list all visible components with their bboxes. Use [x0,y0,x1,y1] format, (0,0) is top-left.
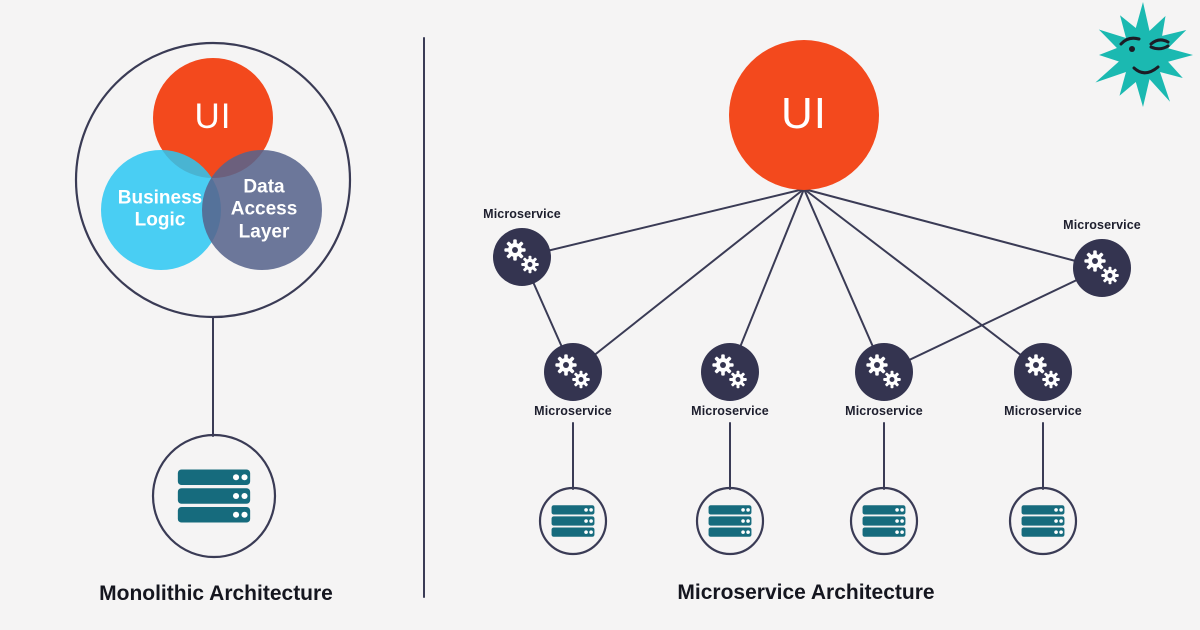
winking-face-icon [1119,36,1170,75]
microservice-node-label: Microservice [534,404,612,418]
gear-icon [712,354,734,376]
microservice-node-label: Microservice [691,404,769,418]
monolith-database-circle [151,433,277,559]
microservice-ui-circle [729,40,879,190]
gear-icon [1101,266,1119,285]
microservice-node-3 [544,343,602,401]
business-logic-label: Business Logic [117,187,203,231]
gear-icon [504,239,526,261]
database-server-icon [862,505,906,537]
microservice-database-4 [1008,486,1078,556]
microservice-node-label: Microservice [1063,218,1141,232]
microservice-connections [521,188,1103,490]
starburst-shape [1095,2,1193,107]
microservice-node-label: Microservice [1004,404,1082,418]
gear-icon [729,370,747,389]
monolith-ui-circle [153,58,273,178]
monolith-ui-label: UI [194,97,232,136]
gear-icon [866,354,888,376]
gear-icon [1025,354,1047,376]
monolithic-architecture-title: Monolithic Architecture [99,582,333,605]
database-server-icon [551,505,595,537]
gear-icon [555,354,577,376]
microservice-node-6 [1014,343,1072,401]
microservice-node-1 [493,228,551,286]
starburst-mascot [1095,2,1193,107]
gear-icon [1042,370,1060,389]
microservice-ui-label: UI [781,89,827,138]
microservice-architecture-title: Microservice Architecture [677,581,935,604]
microservice-database-1 [538,486,608,556]
microservice-node-label: Microservice [483,207,561,221]
database-server-icon [708,505,752,537]
microservice-node-5 [855,343,913,401]
gear-icon [572,370,590,389]
data-access-layer-label: Data Access Layer [230,176,298,243]
microservice-database-3 [849,486,919,556]
monolith-data-access-circle [202,150,322,270]
gear-icon [1084,250,1106,272]
monolith-business-logic-circle [101,150,221,270]
microservice-node-label: Microservice [845,404,923,418]
microservice-node-2 [1073,239,1131,297]
gear-icon [521,255,539,274]
database-server-icon [1021,505,1065,537]
database-server-icon [177,469,251,523]
microservice-database-2 [695,486,765,556]
microservice-node-4 [701,343,759,401]
gear-icon [883,370,901,389]
